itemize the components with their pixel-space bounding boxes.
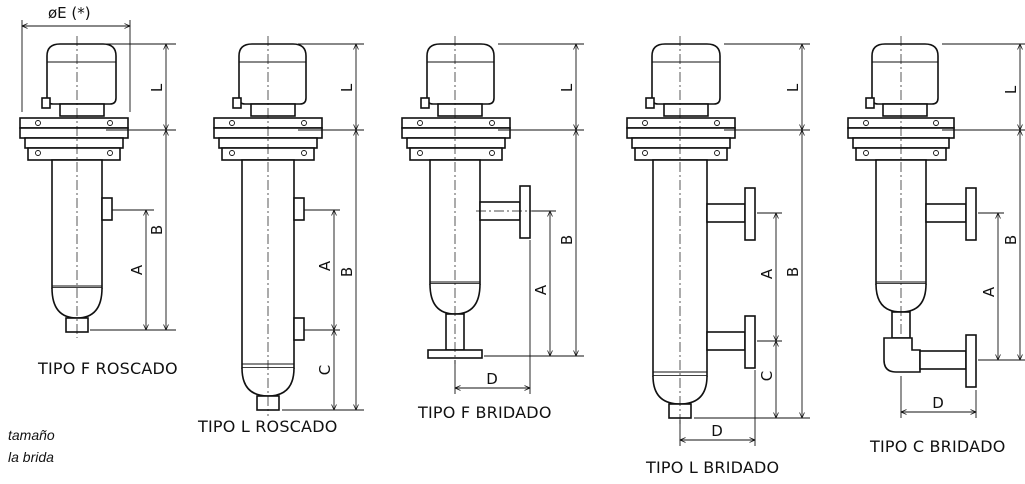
dim-label-b: B	[784, 267, 802, 277]
variant-label: TIPO C BRIDADO	[869, 437, 1006, 456]
actuator-head	[645, 43, 721, 117]
dimension-lines	[455, 44, 584, 394]
filter-body	[652, 36, 756, 424]
variant-tipo-f-bridado: L B A D TIPO F BRIDADO	[401, 36, 584, 422]
variant-tipo-f-roscado: øE (*) L B A TIPO F ROSCADO	[19, 4, 178, 378]
dim-label-b: B	[148, 225, 166, 235]
dim-label-l: L	[148, 83, 166, 92]
filter-body	[427, 36, 540, 364]
filter-body	[875, 36, 977, 388]
diameter-label: øE (*)	[48, 4, 91, 22]
variant-label: TIPO F BRIDADO	[417, 403, 552, 422]
dim-label-a: A	[980, 286, 998, 297]
dim-label-l: L	[558, 83, 576, 92]
dim-label-b: B	[558, 235, 576, 245]
dimension-lines	[282, 44, 364, 410]
dimension-lines	[680, 44, 810, 446]
variant-tipo-c-bridado: L B A D TIPO C BRIDADO	[847, 36, 1025, 456]
dim-label-a: A	[316, 260, 334, 271]
dim-label-l: L	[784, 83, 802, 92]
filter-body	[51, 36, 113, 338]
body-flange	[401, 117, 511, 161]
filter-body	[241, 36, 305, 416]
variant-tipo-l-roscado: L B A C TIPO L ROSCADO	[197, 36, 364, 436]
variant-tipo-l-bridado: L B A C D TIPO L BRIDADO	[626, 36, 810, 477]
dim-label-b: B	[338, 267, 356, 277]
dimension-lines	[901, 44, 1025, 418]
dim-label-d: D	[932, 394, 944, 412]
dim-label-l: L	[338, 83, 356, 92]
dim-label-a: A	[758, 268, 776, 279]
dim-label-c: C	[316, 365, 334, 375]
dim-label-l: L	[1002, 85, 1020, 94]
dim-label-b: B	[1002, 235, 1020, 245]
footnote: tamaño la brida	[8, 427, 55, 465]
actuator-head	[865, 43, 939, 117]
dim-label-a: A	[128, 264, 146, 275]
dim-label-d: D	[711, 422, 723, 440]
variant-label: TIPO L BRIDADO	[645, 458, 779, 477]
variant-label: TIPO F ROSCADO	[37, 359, 178, 378]
variant-label: TIPO L ROSCADO	[197, 417, 338, 436]
actuator-head	[232, 43, 307, 117]
dim-label-a: A	[532, 284, 550, 295]
footnote-line-1: tamaño	[8, 427, 55, 443]
actuator-head	[420, 43, 495, 117]
footnote-line-2: la brida	[8, 449, 54, 465]
dim-label-c: C	[758, 371, 776, 381]
dim-label-d: D	[486, 370, 498, 388]
body-flange	[626, 117, 736, 161]
body-flange	[19, 117, 129, 161]
dimension-lines	[22, 20, 176, 330]
actuator-head	[41, 43, 117, 117]
